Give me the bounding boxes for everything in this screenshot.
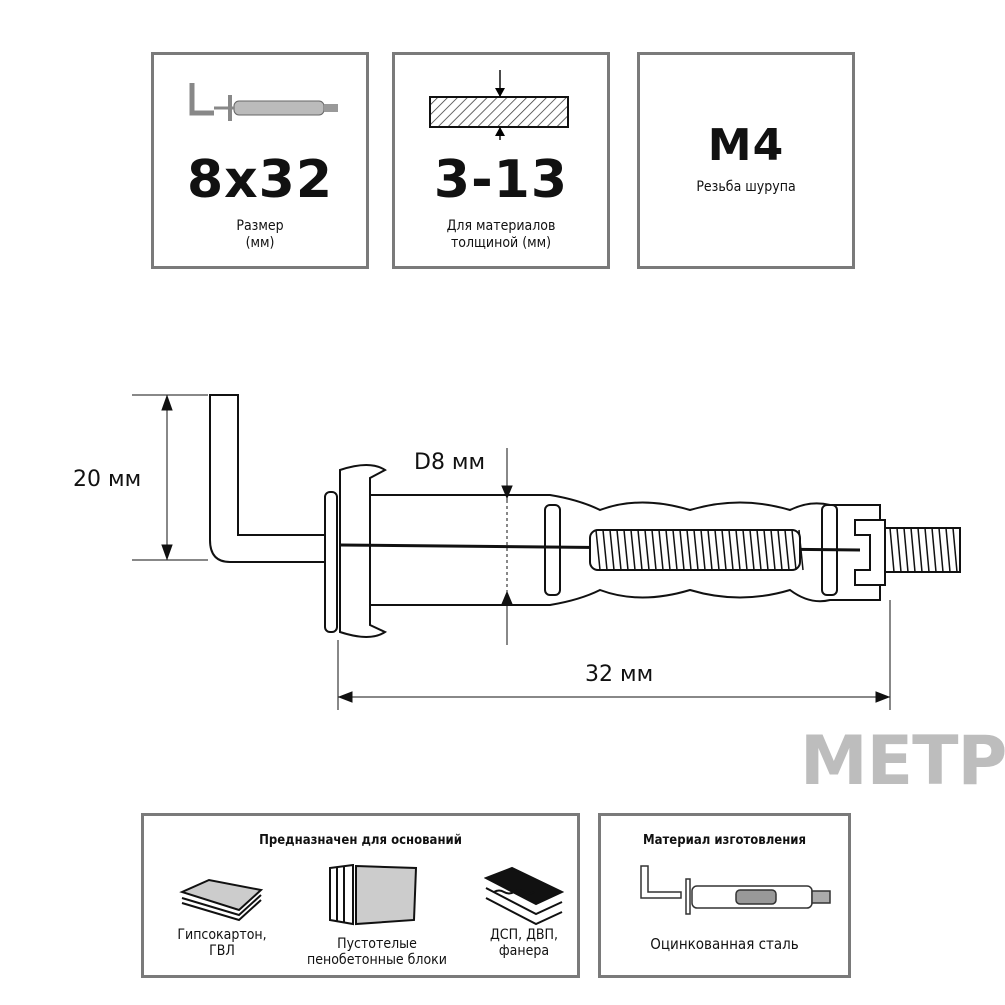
spec-thread-card: M4 Резьба шурупа — [637, 52, 855, 269]
thread-line — [784, 529, 790, 571]
brand-logo: МЕТР — [800, 722, 1005, 801]
thread-line — [616, 529, 622, 571]
thread-line — [770, 529, 776, 571]
thread-line — [714, 529, 720, 571]
thread-line — [763, 529, 769, 571]
thread-line — [903, 527, 909, 573]
material-thickness-icon — [429, 70, 569, 140]
thread-line — [791, 529, 797, 571]
thread-line — [707, 529, 713, 571]
bases-title: Предназначен для оснований — [259, 833, 462, 848]
label-line: фанера — [498, 943, 550, 959]
anchor-drawing — [132, 394, 961, 710]
hook — [209, 394, 331, 563]
dimension-lines — [132, 394, 891, 710]
thread-line — [644, 529, 650, 571]
thread-line — [595, 529, 601, 571]
material-value: Оцинкованная сталь — [650, 935, 799, 953]
thread-line — [658, 529, 664, 571]
thread-line — [889, 527, 895, 573]
threads — [589, 527, 961, 573]
thread-line — [623, 529, 629, 571]
thread-line — [917, 527, 923, 573]
thread-line — [728, 529, 734, 571]
diameter-dimension-label: D8 мм — [414, 450, 486, 475]
label-line: ГВЛ — [209, 943, 235, 959]
material-title: Материал изготовления — [643, 833, 806, 848]
drywall-icon — [179, 878, 264, 922]
thread-line — [679, 529, 685, 571]
label-line: Гипсокартон, — [177, 927, 267, 943]
thread-line — [735, 529, 741, 571]
caption-line: Для материалов — [446, 218, 556, 234]
height-dimension-label: 20 мм — [73, 467, 142, 492]
thread-line — [938, 527, 944, 573]
anchor-small-icon — [640, 865, 831, 915]
base-board-label: ДСП, ДВП,фанера — [469, 927, 579, 959]
thread-line — [665, 529, 671, 571]
thread-line — [609, 529, 615, 571]
thread-line — [910, 527, 916, 573]
thread-line — [672, 529, 678, 571]
label-line: ДСП, ДВП, — [489, 927, 559, 943]
caption-line: Размер — [236, 218, 284, 234]
thread-line — [637, 529, 643, 571]
thread-line — [756, 529, 762, 571]
flange — [324, 491, 338, 633]
thread-line — [945, 527, 951, 573]
spec-thickness-value: 3-13 — [433, 150, 569, 210]
caption-line: (мм) — [245, 235, 275, 251]
length-dimension-label: 32 мм — [585, 662, 654, 687]
thread-line — [602, 529, 608, 571]
thread-line — [924, 527, 930, 573]
thread-line — [798, 529, 804, 571]
thread-line — [931, 527, 937, 573]
thread-line — [742, 529, 748, 571]
thread-line — [700, 529, 706, 571]
thread-line — [651, 529, 657, 571]
spec-size-caption: Размер(мм) — [154, 218, 366, 252]
thread-line — [896, 527, 902, 573]
caption-line: толщиной (мм) — [450, 235, 552, 251]
label-line: Пустотелые — [337, 936, 417, 952]
thread-line — [952, 527, 958, 573]
label-line: пенобетонные блоки — [307, 952, 447, 968]
spec-size-card: 8x32 Размер(мм) — [151, 52, 369, 269]
thread-line — [721, 529, 727, 571]
spec-size-value: 8x32 — [186, 150, 334, 210]
spec-thread-caption: Резьба шурупа — [696, 179, 796, 195]
thread-line — [686, 529, 692, 571]
thread-line — [630, 529, 636, 571]
bases-card: Предназначен для оснований Гипсокартон,Г… — [141, 813, 580, 978]
head — [339, 464, 388, 638]
block-icon — [329, 864, 418, 926]
thread-line — [693, 529, 699, 571]
anchor-thumbnail-icon — [189, 83, 338, 121]
spec-thread-value: M4 — [707, 120, 785, 171]
base-drywall-label: Гипсокартон,ГВЛ — [162, 927, 282, 959]
thread-line — [777, 529, 783, 571]
board-icon — [484, 866, 564, 926]
thread-line — [749, 529, 755, 571]
material-card: Материал изготовления Оцинкованная сталь — [598, 813, 851, 978]
